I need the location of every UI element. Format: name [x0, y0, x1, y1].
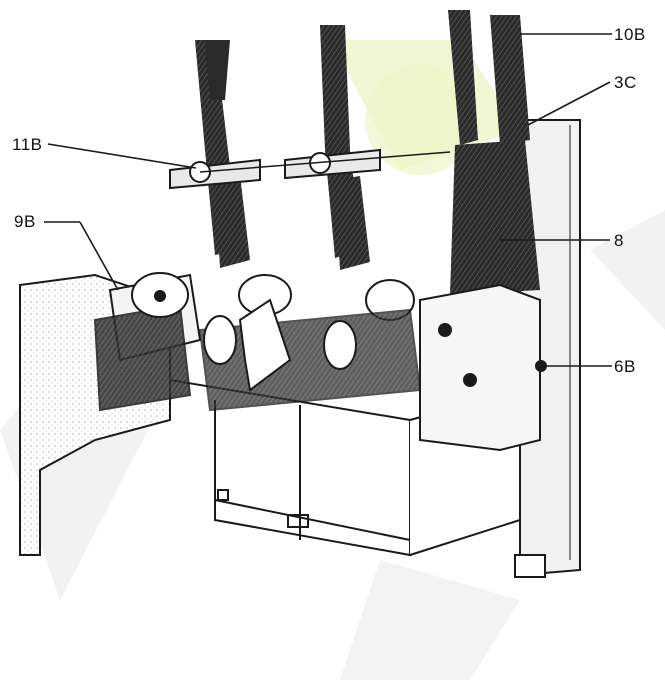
operating-mechanism — [93, 272, 547, 452]
leader-11B — [47, 143, 197, 169]
callout-6B: 6B — [614, 357, 636, 376]
leader-lines — [44, 33, 612, 367]
pole-3-contacts — [448, 10, 540, 295]
callout-9B: 9B — [14, 212, 36, 231]
link-bar — [169, 148, 451, 190]
pole-1-contacts — [195, 40, 250, 268]
callout-8: 8 — [614, 231, 624, 250]
callout-11B: 11B — [12, 135, 43, 154]
callout-3C: 3C — [614, 73, 637, 92]
callout-10B: 10B — [614, 25, 646, 44]
leader-3C — [527, 81, 611, 126]
leader-9B-b — [79, 221, 119, 291]
pole-2-contacts — [320, 25, 370, 270]
